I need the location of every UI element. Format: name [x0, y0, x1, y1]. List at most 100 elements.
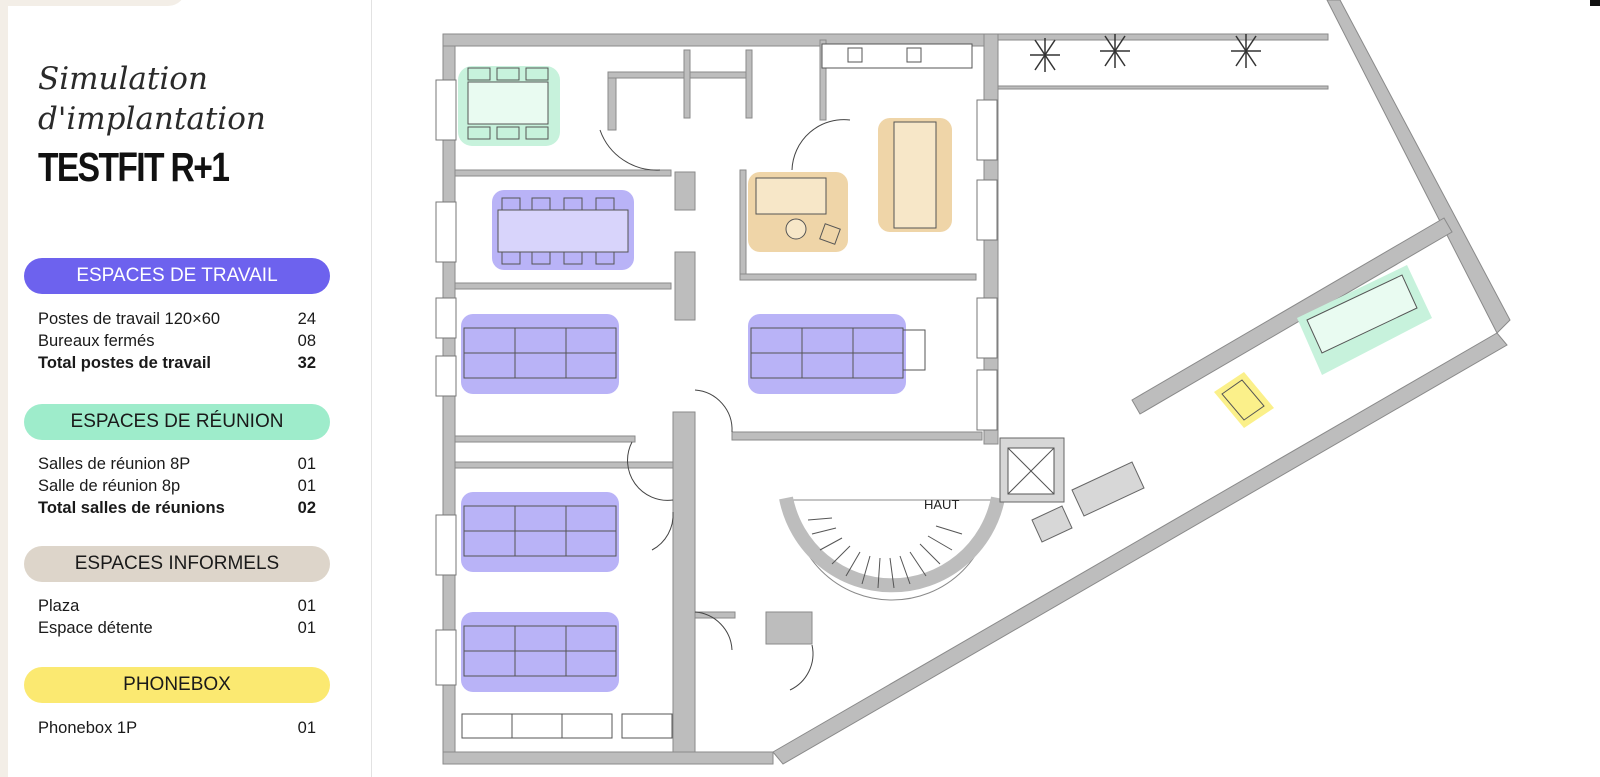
page-title: TESTFIT R+1: [38, 144, 230, 190]
legend-row: Postes de travail 120×60 24: [38, 310, 316, 332]
kitchenette: [821, 43, 973, 69]
doors: [599, 119, 851, 691]
plant-icon: [1100, 34, 1130, 68]
partition: [454, 461, 674, 469]
legend-row-label: Plaza: [38, 597, 80, 615]
meeting-room-2: [878, 118, 952, 232]
stair-wall: [779, 496, 1005, 593]
legend-row-label: Salles de réunion 8P: [38, 455, 191, 473]
legend-row-value: 01: [297, 619, 316, 637]
chair: [501, 251, 521, 265]
armchair: [819, 223, 841, 245]
sink: [906, 47, 922, 63]
partition: [454, 435, 636, 443]
corner-mark: [1590, 0, 1600, 6]
partition: [674, 251, 696, 321]
section-header-informel: ESPACES INFORMELS: [24, 546, 330, 582]
legend-sidebar: Simulation d'implantation TESTFIT R+1 ES…: [0, 0, 372, 777]
workstation-zone: [461, 492, 619, 572]
door-swing: [599, 129, 661, 171]
chair: [496, 126, 520, 140]
chair: [531, 197, 551, 211]
chair: [501, 197, 521, 211]
partition: [674, 171, 696, 211]
chair: [595, 197, 615, 211]
window: [976, 297, 998, 359]
legend-row-label: Total salles de réunions: [38, 499, 225, 517]
window: [976, 369, 998, 431]
workstation-block-2: [748, 314, 926, 394]
entrance-elements: [1031, 461, 1145, 543]
workstation-zone: [461, 612, 619, 692]
meeting-room-3: [1297, 265, 1432, 375]
workstation-zone: [748, 314, 906, 394]
cabinets: [461, 713, 673, 739]
chair: [531, 251, 551, 265]
legend-row-value: 24: [297, 310, 316, 328]
chair: [467, 126, 491, 140]
wall-inner-diagonal: [1131, 217, 1453, 415]
legend-row: Espace détente 01: [38, 619, 316, 641]
meeting-table: [893, 121, 937, 229]
wall-bottom: [442, 751, 774, 765]
sidebar-accent-strip: [0, 0, 8, 777]
chair: [563, 251, 583, 265]
meeting-table: [1306, 274, 1418, 354]
elevator-cross: [1007, 447, 1055, 495]
chair: [525, 67, 549, 81]
legend-row-value: 02: [297, 499, 316, 517]
wall-diagonal: [772, 332, 1508, 765]
kitchen-counter: [821, 43, 973, 69]
chair: [496, 67, 520, 81]
coffee-table: [785, 218, 807, 240]
entrance-mat: [1071, 461, 1145, 517]
partition: [672, 411, 696, 753]
elevator: [999, 437, 1065, 503]
section-header-reunion: ESPACES DE RÉUNION: [24, 404, 330, 440]
legend-row-label: Bureaux fermés: [38, 332, 155, 350]
window: [435, 629, 457, 686]
legend-row-value: 01: [297, 719, 316, 737]
stair-steps: [807, 517, 963, 589]
legend-total-row: Total postes de travail 32: [38, 354, 316, 376]
partition: [607, 71, 749, 79]
legend-row-value: 01: [297, 597, 316, 615]
workstation-zone: [461, 314, 619, 394]
wall-terrace: [997, 85, 1329, 90]
wall-top-right: [997, 33, 1329, 41]
legend-row-value: 08: [297, 332, 316, 350]
lounge-area: [748, 172, 848, 252]
sink: [847, 47, 863, 63]
partition: [739, 273, 977, 281]
meeting-table: [467, 81, 549, 125]
terrace-plants: [1030, 34, 1261, 72]
legend-row-value: 01: [297, 477, 316, 495]
legend-row: Bureaux fermés 08: [38, 332, 316, 354]
legend-row: Salle de réunion 8p 01: [38, 477, 316, 499]
meeting-room-1: [458, 66, 560, 146]
door-swing: [694, 611, 733, 651]
chair: [563, 197, 583, 211]
legend-row-value: 32: [297, 354, 316, 372]
cabinet: [621, 713, 673, 739]
plant-icon: [1231, 34, 1261, 68]
window: [435, 297, 457, 339]
stair-label: HAUT: [924, 497, 959, 512]
chair: [467, 67, 491, 81]
window: [435, 355, 457, 397]
door-swing: [651, 511, 674, 551]
windows: [435, 79, 998, 686]
stairwell: HAUT: [779, 496, 1005, 601]
title-line-2: d'implantation: [38, 101, 266, 137]
entrance-mat: [1031, 505, 1073, 543]
legend-row-label: Phonebox 1P: [38, 719, 138, 737]
plant-icon: [1030, 38, 1060, 72]
legend-row: Plaza 01: [38, 597, 316, 619]
workstation-block-1: [461, 314, 619, 394]
chair: [595, 251, 615, 265]
partition: [731, 431, 983, 441]
corner-tab[interactable]: [0, 0, 186, 6]
storage: [902, 329, 926, 371]
partitions: [454, 39, 983, 753]
floor-plan: HAUT: [435, 0, 1511, 765]
